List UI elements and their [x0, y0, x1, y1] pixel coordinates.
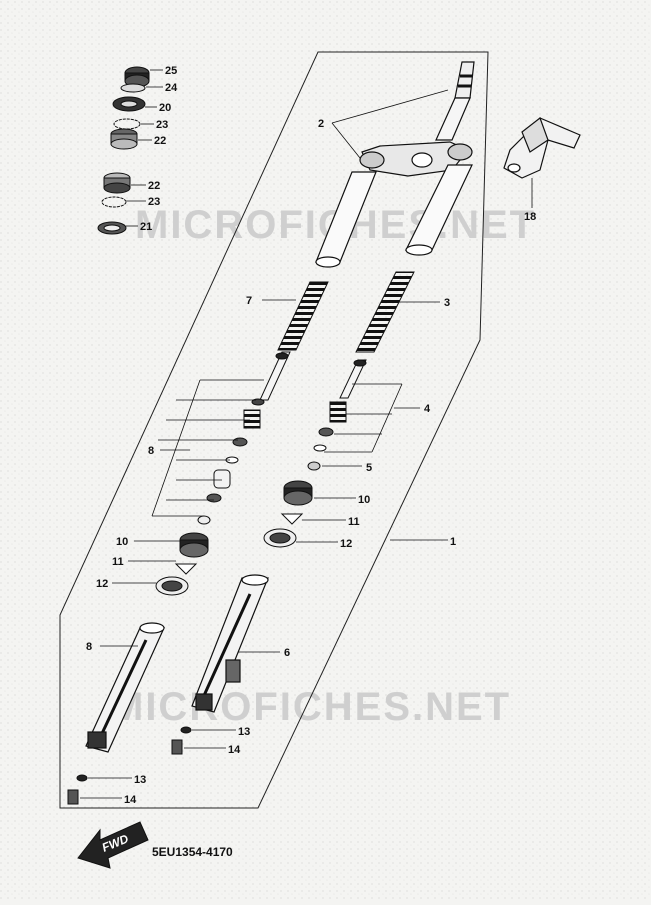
callout-2: 2: [318, 118, 324, 130]
callout-23b: 23: [148, 196, 160, 208]
callout-18: 18: [524, 211, 536, 223]
callout-4: 4: [424, 403, 431, 415]
fork-spring-right: [355, 271, 415, 353]
callout-8a: 8: [148, 445, 154, 457]
callout-13b: 13: [238, 726, 250, 738]
watermark-bottom: MICROFICHES.NET: [110, 685, 511, 729]
callout-20: 20: [159, 102, 171, 114]
callout-6: 6: [284, 647, 290, 659]
callout-10b: 10: [358, 494, 370, 506]
callout-14a: 14: [124, 794, 137, 806]
bolt-right: [171, 726, 192, 755]
bracket-4: [324, 383, 420, 453]
cover-part-18: [503, 117, 581, 179]
outer-tube-right: [191, 574, 269, 713]
diagram-code: 5EU1354-4170: [152, 845, 233, 859]
callout-7: 7: [246, 295, 252, 307]
fwd-arrow: FWD: [77, 821, 149, 869]
callout-22a: 22: [154, 135, 166, 147]
callout-21: 21: [140, 221, 152, 233]
callout-3: 3: [444, 297, 450, 309]
callout-11b: 11: [348, 516, 360, 528]
callout-25: 25: [165, 65, 177, 77]
seal-stack-right: [263, 480, 313, 548]
assembly-boundary: [59, 51, 489, 809]
outer-tube-left: [85, 622, 165, 753]
callout-12a: 12: [96, 578, 108, 590]
under-bracket: [315, 61, 475, 268]
callout-9: 8: [86, 641, 92, 653]
callout-5: 5: [366, 462, 372, 474]
callout-11a: 11: [112, 556, 124, 568]
seal-stack-left: [155, 532, 209, 596]
bracket-8: [151, 379, 264, 517]
callout-23a: 23: [156, 119, 168, 131]
callout-24: 24: [165, 82, 178, 94]
damper-rod-right: [307, 359, 367, 471]
callout-12b: 12: [340, 538, 352, 550]
callout-1: 1: [450, 536, 456, 548]
callout-10a: 10: [116, 536, 128, 548]
callout-14b: 14: [228, 744, 241, 756]
bolt-left: [67, 774, 88, 805]
leaders-bearing: [126, 69, 163, 227]
steering-bearing-stack: [97, 66, 150, 235]
fork-spring-left: [277, 281, 329, 351]
damper-rod-left: [197, 351, 291, 525]
callout-13a: 13: [134, 774, 146, 786]
callout-22b: 22: [148, 180, 160, 192]
